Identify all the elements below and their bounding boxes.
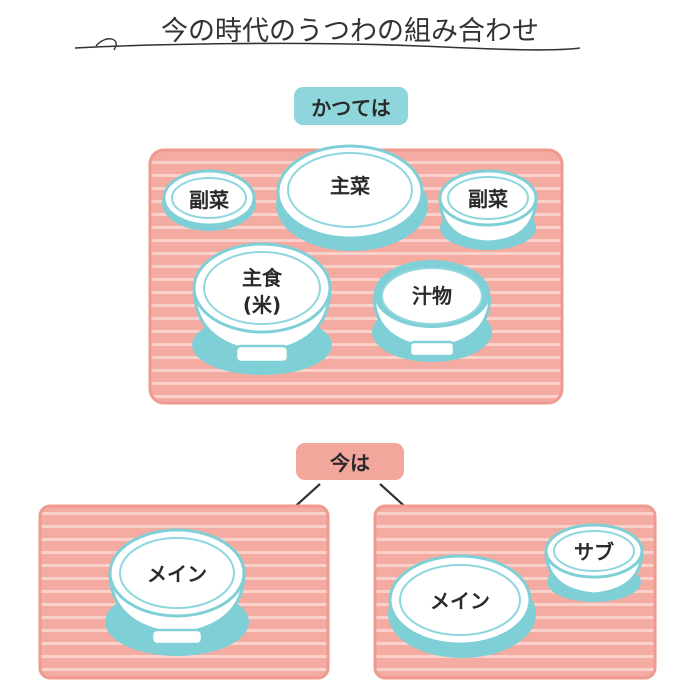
diagram-title: 今の時代のうつわの組み合わせ (161, 16, 539, 47)
side-dish-right: 副菜 (438, 169, 538, 250)
soup-label: 汁物 (412, 284, 452, 308)
now-left-main-label: メイン (147, 562, 207, 586)
title-underline-loop (95, 38, 117, 51)
now-heading-pill (296, 443, 404, 480)
now-right-main-plate: メイン (388, 554, 536, 658)
now-right-sub-label: サブ (574, 540, 614, 564)
now-right-sub-bowl: サブ (544, 523, 644, 602)
side-dish-left-label: 副菜 (189, 188, 229, 212)
title-underline (74, 42, 581, 51)
past-heading: かつては (311, 96, 391, 120)
staple-label-line2: (米) (243, 293, 281, 317)
now-right-main-label: メイン (430, 589, 490, 613)
soup-bowl: 汁物 (372, 260, 492, 362)
side-dish-left: 副菜 (162, 169, 256, 231)
now-left-main-bowl: メイン (105, 528, 249, 656)
past-heading-pill (294, 87, 408, 125)
now-heading: 今は (330, 451, 370, 475)
staple-label-line1: 主食 (242, 266, 283, 290)
staple-bowl: 主食 (米) (192, 242, 332, 375)
main-dish: 主菜 (276, 144, 428, 251)
main-dish-label: 主菜 (330, 174, 370, 198)
side-dish-right-label: 副菜 (468, 187, 508, 211)
